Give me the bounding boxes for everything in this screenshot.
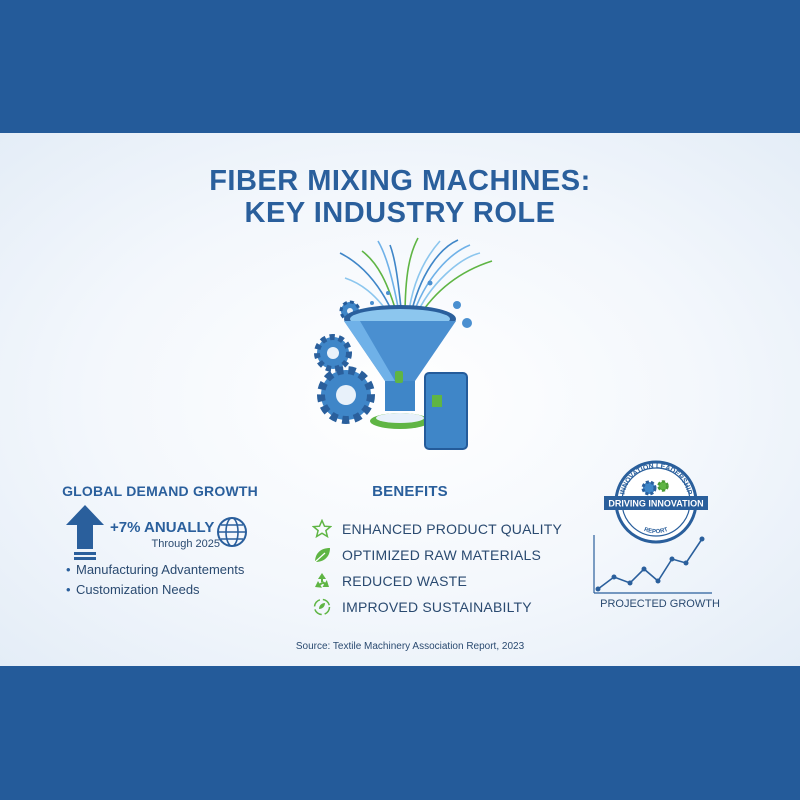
fiber-mixing-machine-illustration xyxy=(314,237,493,450)
globe-icon xyxy=(217,517,247,547)
growth-points xyxy=(595,536,705,592)
leaf-icon xyxy=(314,548,330,563)
list-item: •Customization Needs xyxy=(66,582,200,597)
growth-rate: +7% ANUALLY xyxy=(110,519,215,536)
infographic-panel: FIBER MIXING MACHINES: KEY INDUSTRY ROLE xyxy=(0,133,800,666)
benefit-label: REDUCED WASTE xyxy=(342,573,467,589)
recycle-icon xyxy=(315,573,329,588)
driving-innovation-badge: INNOVATION LEADERSHIP DRIVING INNOVATION… xyxy=(604,460,708,544)
benefit-item: IMPROVED SUSTAINABILTY xyxy=(312,595,532,619)
projected-growth-label: PROJECTED GROWTH xyxy=(600,598,720,610)
demand-bullets: •Manufacturing Advantements •Customizati… xyxy=(66,560,244,600)
gear-icon xyxy=(314,334,352,372)
star-icon xyxy=(312,519,332,539)
page-title-line1: FIBER MIXING MACHINES: xyxy=(209,165,591,197)
benefit-item: REDUCED WASTE xyxy=(312,569,467,593)
benefit-item: ENHANCED PRODUCT QUALITY xyxy=(312,517,562,541)
benefit-label: ENHANCED PRODUCT QUALITY xyxy=(342,521,563,537)
svg-text:REPORT: REPORT xyxy=(643,527,669,535)
benefit-label: OPTIMIZED RAW MATERIALS xyxy=(342,547,542,563)
page-title-line2: KEY INDUSTRY ROLE xyxy=(244,197,556,229)
benefits-heading: BENEFITS xyxy=(372,483,448,500)
control-panel xyxy=(424,372,468,450)
badge-bottom-arc: REPORT xyxy=(643,527,669,535)
global-demand-heading: GLOBAL DEMAND GROWTH xyxy=(62,483,258,499)
benefit-label: IMPROVED SUSTAINABILTY xyxy=(342,599,532,615)
source-citation: Source: Textile Machinery Association Re… xyxy=(295,641,525,652)
badge-banner: DRIVING INNOVATION xyxy=(608,499,703,509)
projected-growth-chart xyxy=(593,535,712,594)
funnel xyxy=(344,305,456,411)
sustainability-icon xyxy=(313,598,331,616)
list-item: •Manufacturing Advantements xyxy=(66,562,245,577)
growth-period: Through 2025 xyxy=(151,538,221,550)
benefit-item: OPTIMIZED RAW MATERIALS xyxy=(312,543,541,567)
gear-icon xyxy=(641,480,669,496)
up-arrow-icon xyxy=(66,505,104,560)
gear-icon xyxy=(317,366,375,424)
